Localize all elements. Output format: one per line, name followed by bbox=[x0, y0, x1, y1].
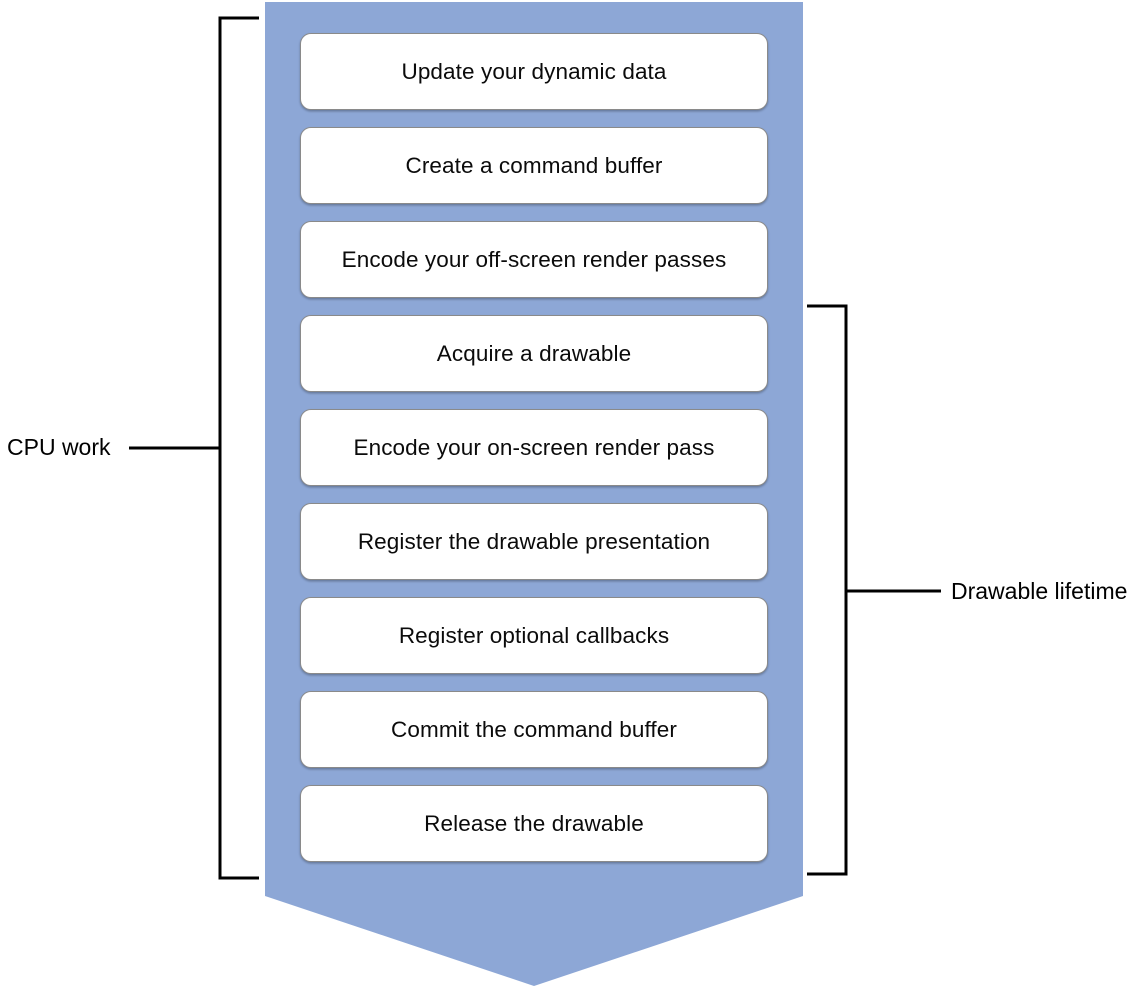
drawable-lifetime-bracket bbox=[807, 304, 848, 876]
step-label-8: Commit the command buffer bbox=[391, 716, 677, 742]
step-box-8[interactable]: Commit the command buffer bbox=[300, 691, 768, 768]
step-label-9: Release the drawable bbox=[424, 810, 644, 836]
step-label-3: Encode your off-screen render passes bbox=[341, 246, 727, 272]
step-box-5[interactable]: Encode your on-screen render pass bbox=[300, 409, 768, 486]
step-box-3[interactable]: Encode your off-screen render passes bbox=[300, 221, 768, 298]
step-label-4: Acquire a drawable bbox=[436, 340, 632, 366]
step-label-6: Register the drawable presentation bbox=[357, 528, 711, 554]
step-box-9[interactable]: Release the drawable bbox=[300, 785, 768, 862]
step-list: Update your dynamic data Create a comman… bbox=[300, 33, 768, 862]
step-box-6[interactable]: Register the drawable presentation bbox=[300, 503, 768, 580]
step-label-5: Encode your on-screen render pass bbox=[353, 434, 715, 460]
step-box-4[interactable]: Acquire a drawable bbox=[300, 315, 768, 392]
step-label-2: Create a command buffer bbox=[405, 152, 663, 178]
step-box-1[interactable]: Update your dynamic data bbox=[300, 33, 768, 110]
step-label-1: Update your dynamic data bbox=[401, 58, 667, 84]
drawable-lifetime-label: Drawable lifetime bbox=[951, 578, 1128, 604]
step-box-2[interactable]: Create a command buffer bbox=[300, 127, 768, 204]
cpu-work-bracket bbox=[218, 16, 259, 880]
step-label-7: Register optional callbacks bbox=[398, 622, 670, 648]
step-box-7[interactable]: Register optional callbacks bbox=[300, 597, 768, 674]
cpu-work-label: CPU work bbox=[7, 434, 111, 460]
